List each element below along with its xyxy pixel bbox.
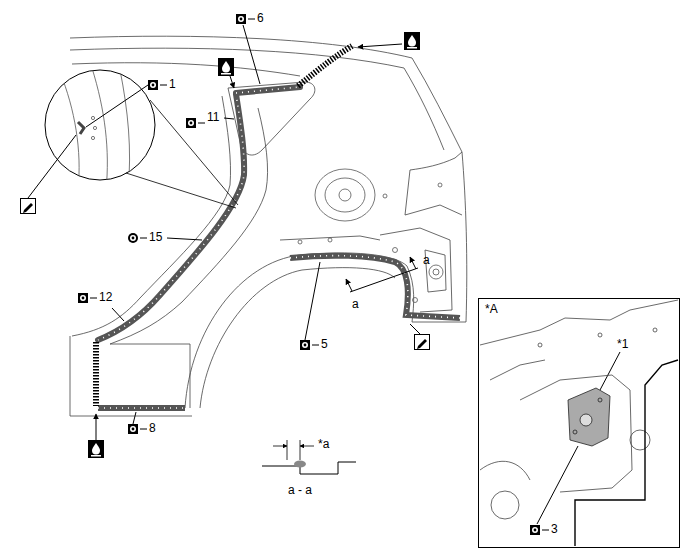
symbol-icons [21, 14, 541, 535]
callout-number: 6 [257, 12, 264, 24]
section-profile [262, 440, 356, 474]
callout-number: 11 [207, 111, 219, 123]
inset-label: *A [479, 299, 504, 319]
part-label: *1 [617, 338, 628, 350]
pointer-arrows [96, 44, 402, 440]
section-title: a - a [288, 484, 312, 496]
leader-lines [28, 19, 620, 530]
detail-holes [298, 169, 443, 303]
callout-number: 5 [321, 338, 328, 350]
callout-number: 8 [149, 422, 156, 434]
dimension-label: *a [318, 438, 329, 450]
callout-number: 1 [169, 78, 176, 90]
callout-number: 15 [149, 231, 162, 243]
section-cut-line [346, 257, 418, 292]
section-mark: a [352, 298, 359, 310]
section-mark: a [423, 254, 430, 266]
callout-number: 12 [99, 291, 112, 303]
inset-drawing [480, 300, 678, 546]
inset-frame: *A [478, 298, 680, 548]
callout-number: 3 [551, 523, 558, 535]
